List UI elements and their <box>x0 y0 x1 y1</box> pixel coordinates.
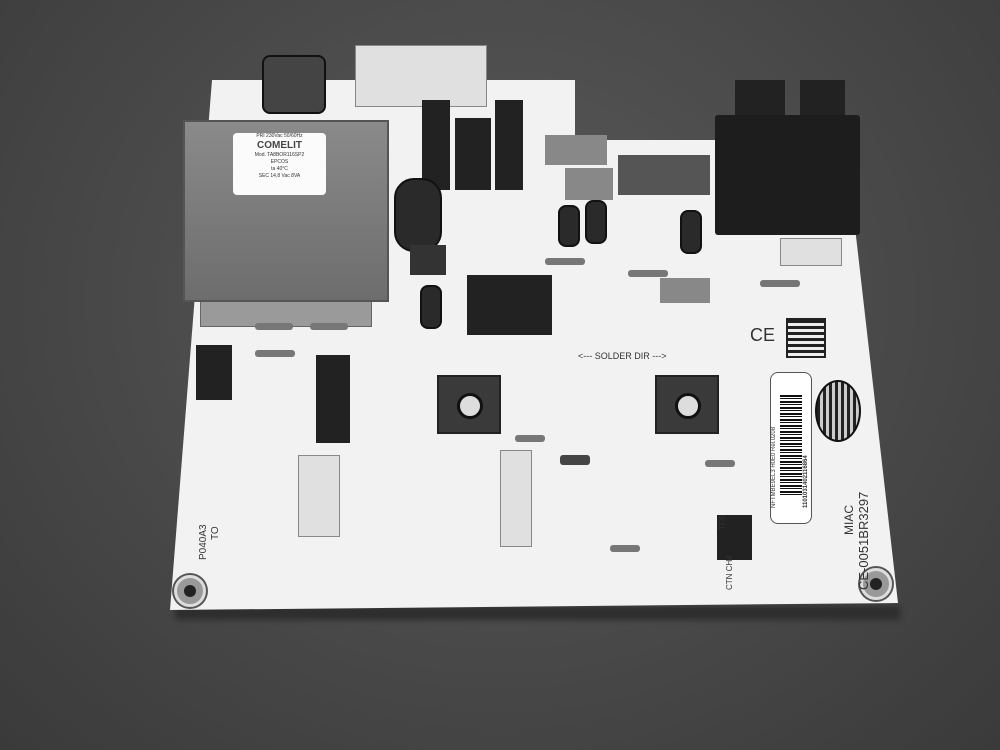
capacitor <box>420 285 442 329</box>
label-line: PRI 230Vac 50/60Hz <box>256 133 303 139</box>
connector <box>196 345 232 400</box>
varistor <box>262 55 326 114</box>
capacitor-box <box>565 168 613 200</box>
capacitor-box <box>545 135 607 165</box>
jumper-header[interactable] <box>717 515 752 560</box>
cert-line-2: CE-0051BR3297 <box>856 491 871 590</box>
resistor <box>705 460 735 467</box>
white-header <box>780 238 842 266</box>
relay-terminal <box>800 80 845 120</box>
capacitor <box>680 210 702 254</box>
small-relay <box>495 100 523 190</box>
potentiometer-left[interactable] <box>437 375 501 434</box>
white-connector <box>355 45 487 107</box>
barcode-line-1: NFTMBE9EL3 H0E0 Rel.0208 <box>771 426 777 508</box>
capacitor <box>585 200 607 244</box>
solder-dir-text: <--- SOLDER DIR ---> <box>578 351 667 361</box>
capacitor-box <box>660 278 710 303</box>
voltage-regulator <box>410 245 446 275</box>
connector <box>316 355 350 443</box>
ribbon-connector <box>467 275 552 335</box>
mounting-hole <box>860 568 892 600</box>
board-shadow <box>175 606 900 620</box>
white-connector <box>500 450 532 547</box>
electrolytic-capacitor <box>394 178 442 252</box>
cert-line-1: MIAC <box>842 505 856 535</box>
pin-header <box>618 155 710 195</box>
terminal-block <box>298 455 340 537</box>
capacitor <box>558 205 580 247</box>
small-relay <box>455 118 491 190</box>
mounting-hole <box>174 575 206 607</box>
label-line: ta 40°C <box>271 166 288 172</box>
label-line: EPCOS <box>270 159 289 165</box>
resistor <box>760 280 800 287</box>
resistor <box>545 258 585 265</box>
resistor <box>255 323 293 330</box>
resistor <box>255 350 295 357</box>
ce-mark: CE <box>750 325 776 345</box>
barcode <box>780 395 802 495</box>
group-logo <box>786 318 826 358</box>
jumper-labels: CTN CH4 <box>725 555 734 590</box>
resistor <box>515 435 545 442</box>
transformer-label: PRI 230Vac 50/60Hz COMELIT Mod. TA8BOR11… <box>233 133 326 195</box>
small-relay <box>422 100 450 190</box>
crystal <box>560 455 590 465</box>
board-code: P040A3 <box>198 524 209 560</box>
relay-terminal <box>735 80 785 120</box>
label-line: SEC 14,8 Vac 8VA <box>258 173 301 179</box>
tfs-label: TFS <box>718 514 727 530</box>
resistor <box>628 270 668 277</box>
label-model: Mod. TA8BOR116SP2 <box>254 152 305 158</box>
certification-globe-logo <box>815 380 861 442</box>
label-brand: COMELIT <box>257 140 302 151</box>
resistor <box>310 323 348 330</box>
resistor <box>610 545 640 552</box>
power-relay <box>715 115 860 235</box>
board-code-sub: TO <box>210 526 221 540</box>
barcode-line-2: 1101031402116864 <box>803 455 809 508</box>
potentiometer-right[interactable] <box>655 375 719 434</box>
